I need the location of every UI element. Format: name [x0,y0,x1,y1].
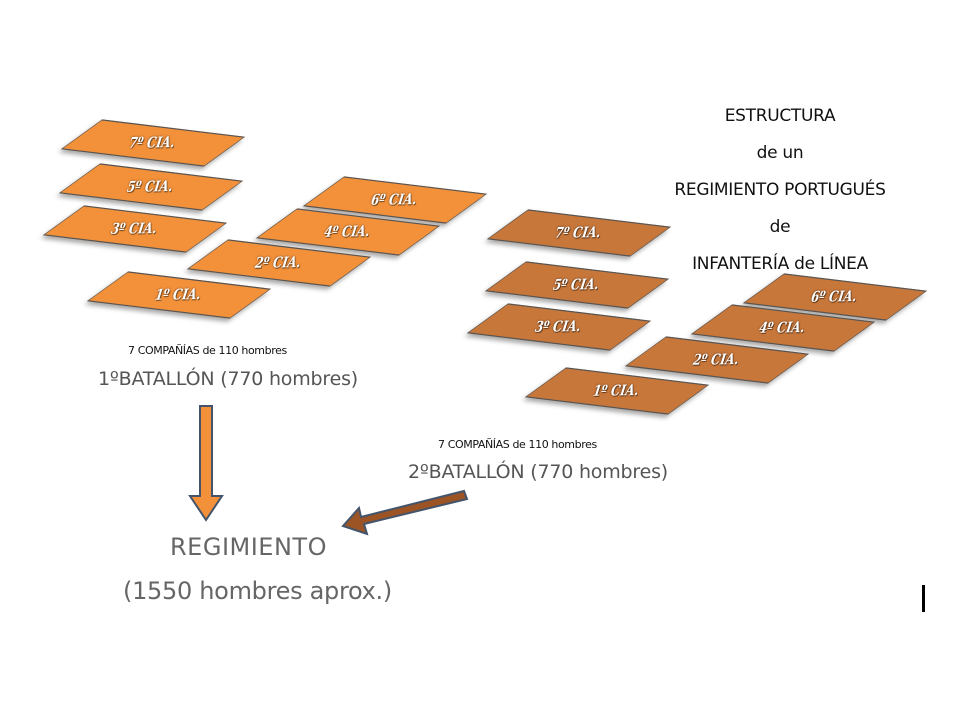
text-cursor [922,585,925,612]
b1-name: 1ºBATALLÓN (770 hombres) [98,368,358,390]
regiment-size: (1550 hombres aprox.) [123,577,392,605]
b2-caption: 7 COMPAÑÍAS de 110 hombres [438,438,597,451]
b1-caption: 7 COMPAÑÍAS de 110 hombres [128,344,287,357]
down-arrow [188,405,224,522]
b2-name: 2ºBATALLÓN (770 hombres) [408,461,668,483]
title-line-4: de [769,217,791,237]
regiment-name: REGIMIENTO [170,533,327,561]
title-line-2: de un [756,143,804,163]
title-line-5: INFANTERÍA de LÍNEA [692,254,868,274]
title-line-3: REGIMIENTO PORTUGUÉS [674,180,886,200]
diagram-title: ESTRUCTURA de un REGIMIENTO PORTUGUÉS de… [620,98,940,283]
left-arrow [341,489,469,536]
title-line-1: ESTRUCTURA [724,106,836,126]
